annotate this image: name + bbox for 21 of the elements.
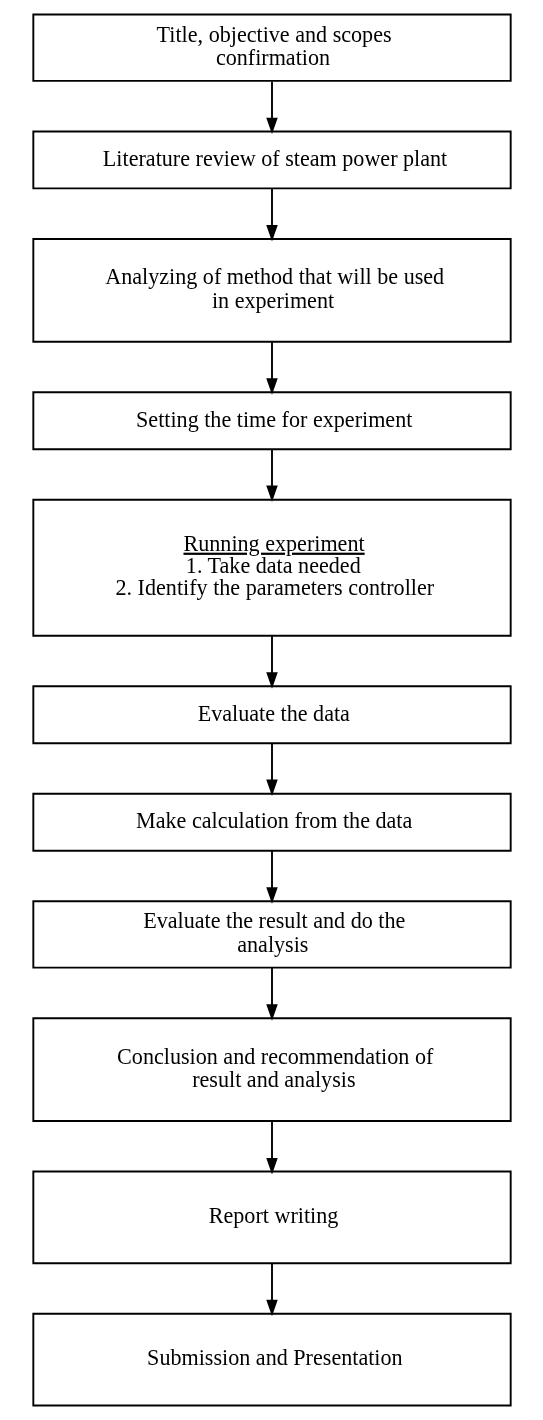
node-box: Title, objective and scopes confirmation [31, 13, 512, 82]
node-box: Conclusion and recommendation of result and analysis [31, 1017, 512, 1122]
node-box: Setting the time for experiment [31, 391, 512, 451]
arrow [265, 187, 278, 242]
node-box: Evaluate the data [31, 685, 512, 745]
node-box: Evaluate the result and do the analysis [31, 900, 512, 969]
arrow [265, 341, 278, 395]
arrow [265, 967, 278, 1021]
arrow [265, 742, 278, 796]
arrow [265, 634, 278, 689]
node-box: Analyzing of method that will be used in experiment [31, 238, 512, 343]
arrow [265, 1262, 278, 1317]
arrow [265, 1120, 278, 1175]
arrow [265, 849, 278, 904]
arrow [265, 80, 278, 135]
node-box: Submission and Presentation [31, 1312, 512, 1407]
node-box: Running experiment 1. Take data needed 2. Identify the parameters controller [31, 498, 512, 637]
node-box: Make calculation from the data [31, 792, 512, 852]
arrow [265, 448, 278, 503]
node-box: Literature review of steam power plant [31, 130, 512, 190]
node-box: Report writing [31, 1170, 512, 1265]
